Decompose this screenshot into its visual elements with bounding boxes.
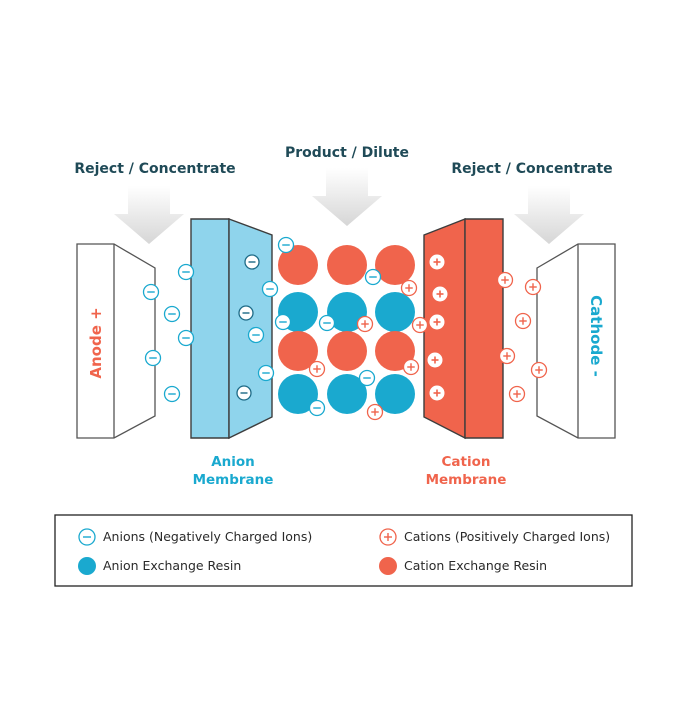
legend-box	[54, 514, 633, 587]
cation-membrane-label-line2: Membrane	[426, 472, 507, 488]
free-ions	[142, 236, 548, 421]
cation-resin-bead	[327, 245, 367, 285]
cation-ion	[498, 347, 516, 365]
cation-ion	[400, 279, 418, 297]
cation-ion	[427, 352, 443, 368]
anion-membrane-label-line1: Anion	[211, 454, 255, 470]
anion-ion	[142, 283, 160, 301]
legend-anions-label: Anions (Negatively Charged Ions)	[103, 529, 312, 544]
legend-anion-resin-label: Anion Exchange Resin	[103, 558, 241, 573]
anion-ion	[247, 326, 265, 344]
anion-resin-bead	[327, 374, 367, 414]
arrow-down-center-icon	[312, 168, 382, 226]
legend-cations-label: Cations (Positively Charged Ions)	[404, 529, 610, 544]
cation-ion	[524, 278, 542, 296]
cation-resin-icon	[379, 557, 397, 575]
cathode-label: Cathode -	[587, 295, 605, 377]
anode-electrode	[76, 243, 156, 439]
anion-ion	[163, 385, 181, 403]
cation-ion	[429, 314, 445, 330]
anion-ion	[236, 385, 252, 401]
reject-concentrate-right-label: Reject / Concentrate	[451, 161, 612, 177]
anion-ion	[364, 268, 382, 286]
cation-membrane	[423, 217, 504, 440]
anion-membrane-label-line2: Membrane	[193, 472, 274, 488]
cation-ion	[429, 385, 445, 401]
anion-resin-icon	[78, 557, 96, 575]
resin-beads	[278, 245, 415, 414]
cation-ion	[496, 271, 514, 289]
anion-ion	[257, 364, 275, 382]
anion-ion	[261, 280, 279, 298]
anion-ion	[238, 305, 254, 321]
cation-ion-icon	[379, 528, 397, 546]
legend-cation-resin-label: Cation Exchange Resin	[404, 558, 547, 573]
anion-ion	[318, 314, 336, 332]
anion-resin-bead	[375, 292, 415, 332]
anion-resin-bead	[375, 374, 415, 414]
cation-resin-bead	[375, 245, 415, 285]
anion-ion	[308, 399, 326, 417]
product-dilute-label: Product / Dilute	[285, 145, 409, 161]
cation-resin-bead	[327, 331, 367, 371]
cation-ion	[308, 360, 326, 378]
cation-resin-bead	[278, 245, 318, 285]
cation-ion	[432, 286, 448, 302]
anion-ion	[244, 254, 260, 270]
cation-ion	[402, 358, 420, 376]
arrow-down-left-icon	[114, 186, 184, 244]
anion-ion	[177, 329, 195, 347]
anion-ion-icon	[78, 528, 96, 546]
cation-ion	[429, 254, 445, 270]
anion-ion	[144, 349, 162, 367]
anode-label: Anode +	[87, 307, 105, 378]
cation-ion	[411, 316, 429, 334]
cation-resin-bead	[278, 331, 318, 371]
cation-membrane-label-line1: Cation	[442, 454, 491, 470]
cation-ion	[366, 403, 384, 421]
anion-ion	[274, 313, 292, 331]
anion-ion	[177, 263, 195, 281]
cation-ion	[514, 312, 532, 330]
reject-concentrate-left-label: Reject / Concentrate	[74, 161, 235, 177]
arrow-down-right-icon	[514, 186, 584, 244]
anion-resin-bead	[327, 292, 367, 332]
anion-ion	[163, 305, 181, 323]
cation-resin-bead	[375, 331, 415, 371]
cathode-electrode	[536, 243, 616, 439]
cation-ion	[356, 315, 374, 333]
anion-membrane	[190, 217, 273, 440]
cation-ion	[508, 385, 526, 403]
anion-ion	[277, 236, 295, 254]
anion-ion	[358, 369, 376, 387]
cation-ion	[530, 361, 548, 379]
anion-resin-bead	[278, 374, 318, 414]
legend: Anions (Negatively Charged Ions) Cations…	[54, 514, 633, 587]
